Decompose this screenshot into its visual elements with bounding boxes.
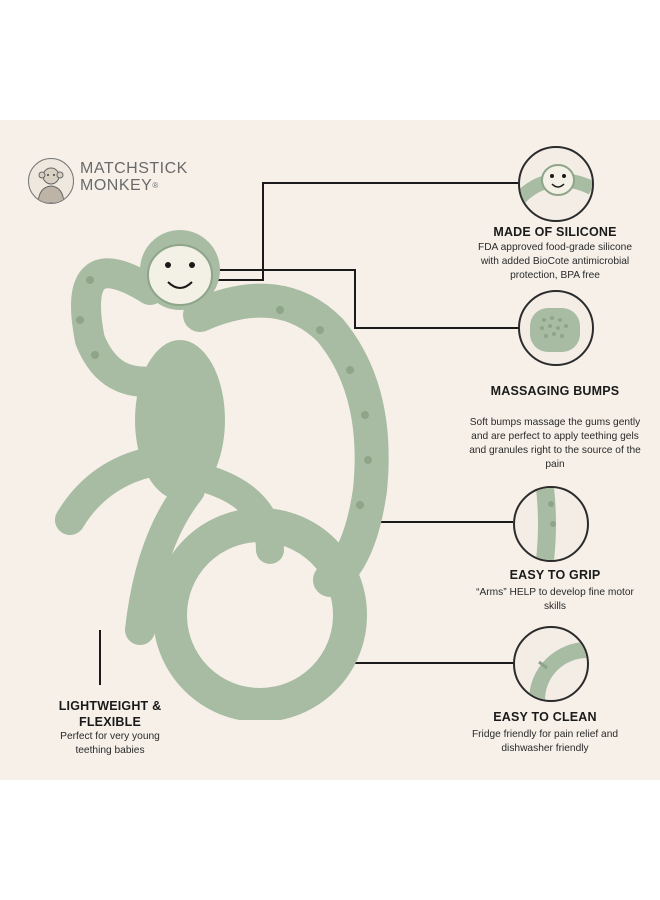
connector-lines bbox=[99, 182, 520, 685]
feature-title-bumps: MASSAGING BUMPS bbox=[490, 384, 620, 398]
monkey-logo-icon bbox=[28, 158, 74, 204]
bumps-closeup-icon bbox=[518, 290, 594, 366]
feature-desc-clean: Fridge friendly for pain relief and dish… bbox=[471, 729, 619, 754]
arm-closeup-icon bbox=[513, 486, 589, 562]
brand-line1: MATCHSTICK bbox=[80, 160, 188, 177]
ring-closeup-icon bbox=[513, 626, 589, 702]
brand-line2: MONKEY® bbox=[80, 177, 159, 194]
feature-desc-bumps: Soft bumps massage the gums gently and a… bbox=[469, 417, 641, 470]
brand-logo-text: MATCHSTICK MONKEY® bbox=[80, 160, 188, 194]
feature-title-lightweight: LIGHTWEIGHT & FLEXIBLE bbox=[58, 699, 162, 729]
product-panel: MATCHSTICK MONKEY® bbox=[0, 120, 660, 780]
feature-title-grip: EASY TO GRIP bbox=[509, 568, 601, 582]
feature-desc-grip: “Arms” HELP to develop fine motor skills bbox=[476, 587, 634, 612]
monkey-face-closeup-icon bbox=[518, 146, 594, 222]
teether-monkey-illustration bbox=[55, 230, 389, 720]
feature-desc-silicone: FDA approved food-grade silicone with ad… bbox=[477, 242, 633, 281]
feature-title-silicone: MADE OF SILICONE bbox=[493, 225, 617, 239]
feature-desc-lightweight: Perfect for very young teething babies bbox=[60, 731, 160, 756]
feature-title-clean: EASY TO CLEAN bbox=[493, 710, 597, 724]
